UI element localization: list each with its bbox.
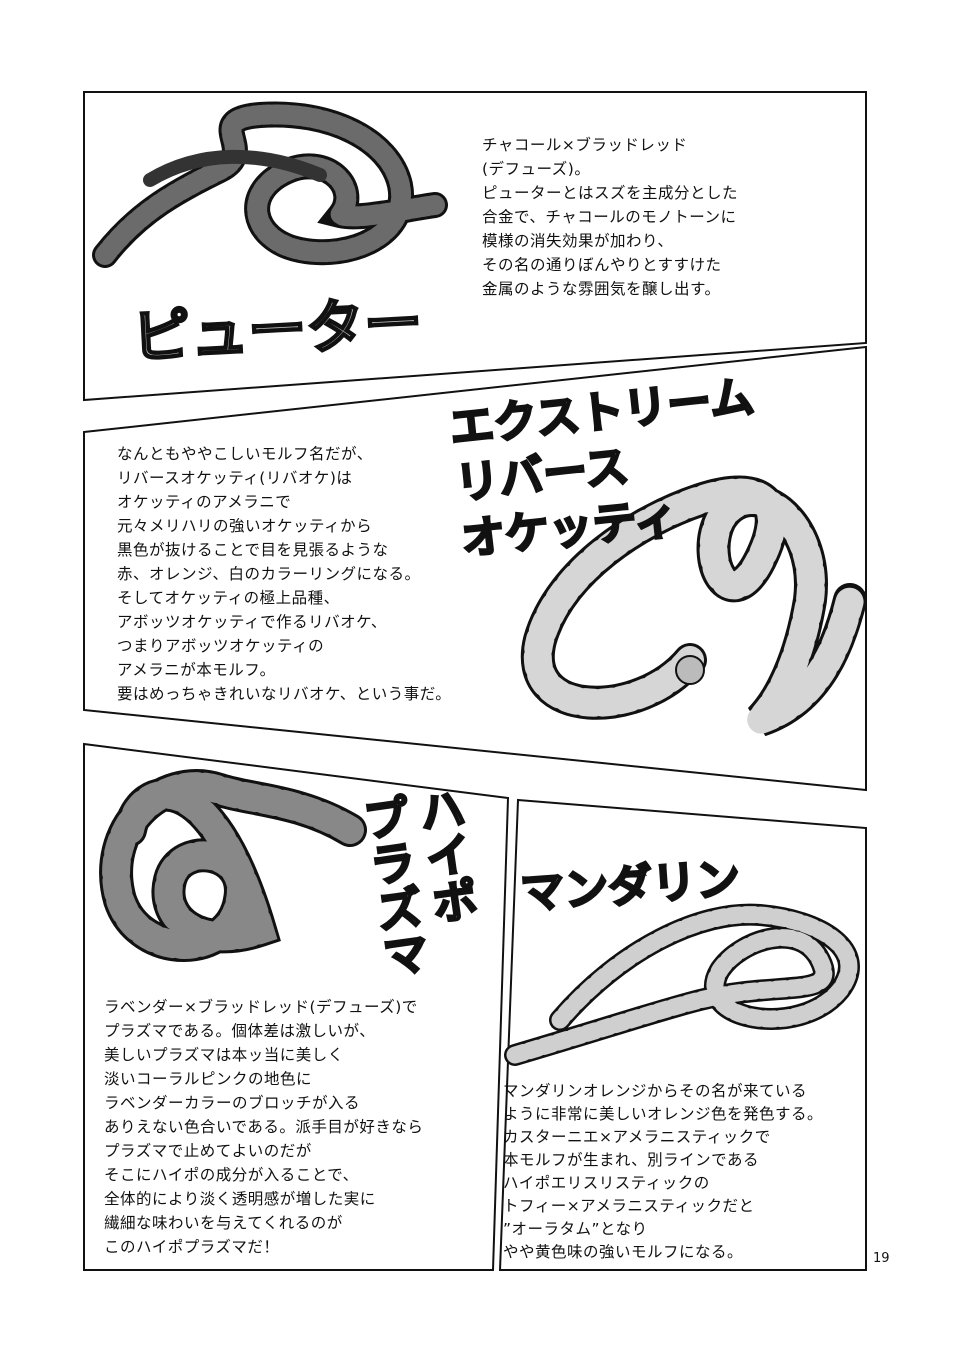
text-line: やや黄色味の強いモルフになる。 — [503, 1243, 744, 1261]
text-line: カスターニエ×アメラニスティックで — [503, 1128, 771, 1146]
text-line: 繊細な味わいを与えてくれるのが — [104, 1214, 343, 1232]
text-line: オケッティのアメラニで — [117, 493, 292, 511]
text-line: このハイポプラズマだ！ — [104, 1238, 280, 1256]
text-line: (デフューズ)。 — [482, 160, 591, 178]
text-line: チャコール×ブラッドレッド — [482, 136, 688, 154]
hypo-plasma-snake-illustration — [99, 769, 367, 962]
text-line: プラズマで止めてよいのだが — [104, 1142, 312, 1160]
panel-1-border — [83, 91, 867, 402]
text-line: マンダリンオレンジからその名が来ている — [503, 1082, 808, 1100]
okeetee-snake-illustration — [520, 475, 867, 737]
text-line: プラズマである。個体差は激しいが、 — [104, 1022, 376, 1040]
text-line: そしてオケッティの極上品種、 — [117, 589, 340, 607]
panel-2-border — [83, 345, 867, 792]
panel-3-text: ラベンダー×ブラッドレッド(デフューズ)でプラズマである。個体差は激しいが、美し… — [104, 995, 423, 1259]
text-line: 模様の消失効果が加わり、 — [482, 232, 674, 250]
text-line: アメラニが本モルフ。 — [117, 661, 276, 679]
text-line: 黒色が抜けることで目を見張るような — [117, 541, 389, 559]
text-line: 元々メリハリの強いオケッティから — [117, 517, 373, 535]
text-line: 本モルフが生まれ、別ラインである — [503, 1151, 760, 1169]
text-line: その名の通りぼんやりとすすけた — [482, 256, 722, 274]
text-line: 合金で、チャコールのモノトーンに — [482, 208, 737, 226]
panel-2-text: なんともややこしいモルフ名だが、リバースオケッティ(リバオケ)はオケッティのアメ… — [117, 442, 451, 706]
text-line: リバースオケッティ(リバオケ)は — [117, 469, 353, 487]
page-number: 19 — [873, 1251, 890, 1266]
text-line: 金属のような雰囲気を醸し出す。 — [482, 280, 721, 298]
panel-4-border — [498, 798, 867, 1271]
mandarin-snake-illustration — [504, 903, 860, 1066]
text-line: なんともややこしいモルフ名だが、 — [117, 445, 373, 463]
text-line: ピューターとはスズを主成分とした — [482, 184, 739, 202]
text-line: ように非常に美しいオレンジ色を発色する。 — [503, 1105, 824, 1123]
text-line: 全体的により淡く透明感が増した実に — [104, 1190, 376, 1208]
text-line: つまりアボッツオケッティの — [117, 637, 325, 655]
panel-2-title: エクストリーム リバース オケッティ — [446, 370, 758, 567]
panel-1-text: チャコール×ブラッドレッド (デフューズ)。ピューターとはスズを主成分とした合金で… — [482, 133, 738, 301]
panel-1-title: ピューター — [129, 287, 425, 373]
text-line: アボッツオケッティで作るリバオケ、 — [117, 613, 387, 631]
text-line: 要はめっちゃきれいなリバオケ、という事だ。 — [117, 685, 452, 703]
panel-3-border — [83, 742, 510, 1271]
text-line: 淡いコーラルピンクの地色に — [104, 1070, 313, 1088]
text-line: ”オーラタム”となり — [503, 1220, 648, 1238]
pewter-snake-illustration — [92, 101, 448, 268]
panel-4-text: マンダリンオレンジからその名が来ているように非常に美しいオレンジ色を発色する。カ… — [503, 1080, 823, 1264]
text-line: ハイポエリスリスティックの — [503, 1174, 710, 1192]
text-line: トフィー×アメラニスティックだと — [503, 1197, 755, 1215]
text-line: ありえない色合いである。派手目が好きなら — [104, 1118, 424, 1136]
text-line: 美しいプラズマは本ッ当に美しく — [104, 1046, 344, 1064]
text-line: 赤、オレンジ、白のカラーリングになる。 — [117, 565, 421, 583]
text-line: ラベンダーカラーのブロッチが入る — [104, 1094, 361, 1112]
text-line: そこにハイポの成分が入ることで、 — [104, 1166, 359, 1184]
text-line: ラベンダー×ブラッドレッド(デフューズ)で — [104, 998, 418, 1016]
